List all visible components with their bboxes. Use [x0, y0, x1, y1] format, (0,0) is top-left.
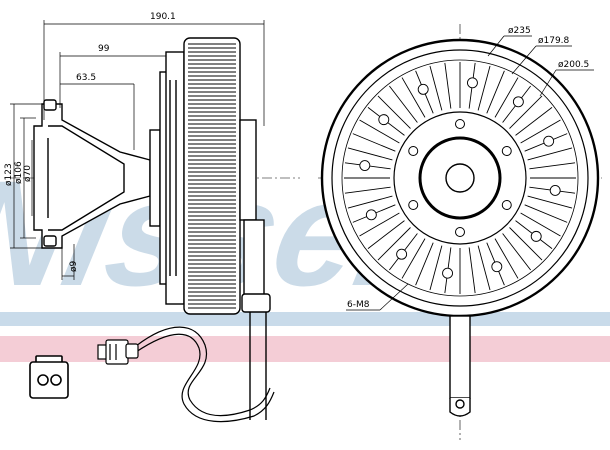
radial-fin [515, 107, 553, 136]
bolt-boss-top [43, 99, 57, 111]
fin-boss [549, 184, 561, 196]
dim-flange-thickness: ø9 [69, 260, 79, 272]
radial-fin [520, 212, 561, 237]
fin-boss [359, 160, 371, 172]
side-dim-labels: 190.1 99 63.5 ø123 ø106 ø70 ø9 [4, 12, 176, 272]
radial-fin [344, 186, 391, 194]
dim-dia-mid: ø106 [14, 161, 24, 184]
radial-fin [494, 77, 519, 118]
bolt-hole [408, 200, 419, 210]
radial-fin [352, 133, 396, 152]
dim-dia-inner: ø70 [23, 165, 33, 182]
radial-fin [509, 95, 543, 129]
radial-fin [477, 245, 491, 291]
radial-fin [477, 65, 491, 111]
dim-dia-200: ø200.5 [558, 60, 589, 70]
bolt-boss-bottom [43, 235, 57, 247]
radial-fin [529, 162, 576, 170]
cooling-fins [188, 43, 236, 309]
side-view [10, 37, 300, 420]
dim-hub-to-face: 99 [98, 44, 110, 54]
dim-flange-offset: 63.5 [76, 73, 96, 83]
radial-fin [367, 220, 405, 249]
radial-fin [486, 70, 505, 114]
inner-rim [331, 49, 589, 307]
radial-fin [527, 147, 573, 161]
radial-fin [347, 147, 393, 161]
radial-fin [520, 119, 561, 144]
dim-overall-length: 190.1 [150, 12, 176, 22]
radial-fin [377, 227, 411, 261]
fin-boss [530, 230, 542, 242]
fin-boss [417, 83, 429, 95]
radial-fin [429, 65, 443, 111]
radial-fin [415, 242, 434, 286]
rear-shaft [239, 119, 257, 221]
bolt-hole [455, 119, 465, 129]
dim-dia-179: ø179.8 [538, 36, 570, 46]
dim-bolt-pattern: 6-M8 [347, 300, 370, 310]
radial-fin [468, 247, 476, 294]
radial-fin [444, 62, 452, 109]
radial-fin [377, 95, 411, 129]
fin-boss [365, 209, 377, 221]
radial-fin [401, 77, 426, 118]
pink-band [0, 336, 610, 362]
radial-fin [359, 212, 400, 237]
radial-fin [347, 195, 393, 209]
radial-fin [429, 245, 443, 291]
radial-fin [527, 195, 573, 209]
front-view [318, 24, 602, 440]
bolt-hole [455, 227, 465, 237]
hub-inner [48, 125, 125, 231]
side-dimensions [10, 20, 265, 280]
hub-center [445, 163, 475, 193]
fin-boss [491, 261, 503, 273]
fin-boss [396, 248, 408, 260]
plug [97, 339, 139, 365]
fin-boss [442, 267, 454, 279]
bolt-hole [408, 146, 419, 156]
fin-boss [466, 77, 478, 89]
radial-fin [389, 85, 418, 123]
radial-fin [509, 227, 543, 261]
dim-dia-235: ø235 [508, 26, 531, 36]
radial-fin [502, 233, 531, 271]
bolt-holes [408, 119, 512, 237]
electrical-connector-icon [29, 355, 69, 399]
front-dim-labels: ø235 ø179.8 ø200.5 6-M8 [347, 26, 589, 310]
fin-boss [378, 114, 390, 126]
bolt-hole [501, 200, 512, 210]
bolt-hole [501, 146, 512, 156]
hub-flange [33, 103, 151, 249]
front-dimensions [346, 35, 594, 311]
radial-fin [401, 238, 426, 279]
radial-fin [494, 238, 519, 279]
fin-boss [512, 96, 524, 108]
sensor-cable [97, 326, 275, 423]
background-bands [0, 312, 610, 362]
radial-fins [344, 62, 576, 294]
coupling-body [149, 129, 161, 227]
radial-fin [524, 204, 568, 223]
dim-dia-outer: ø123 [4, 163, 14, 186]
radial-fin [359, 119, 400, 144]
fin-boss [543, 135, 555, 147]
bottom-bracket [449, 315, 471, 417]
